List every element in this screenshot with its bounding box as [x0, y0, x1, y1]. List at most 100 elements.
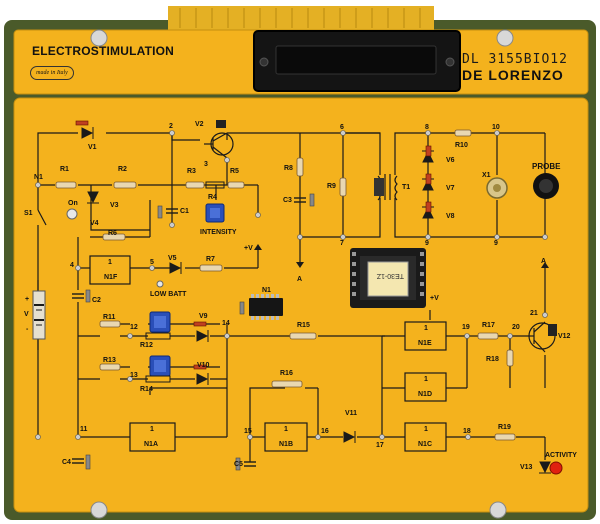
activity-led	[549, 461, 563, 475]
transistor-v2	[204, 132, 234, 159]
trimmer-inner	[154, 208, 220, 372]
resistor-label: R8	[284, 165, 293, 172]
switch-s1	[37, 209, 47, 226]
resistor-label: R13	[103, 357, 116, 364]
diode-v8	[422, 206, 434, 219]
diode-label: V3	[110, 202, 119, 209]
transistor-v12-body	[548, 324, 557, 336]
resistor-label: R14	[140, 386, 153, 393]
resistor-r11	[99, 320, 121, 328]
test-points	[35, 130, 548, 440]
node-label: 4	[70, 262, 74, 269]
gate-label: N1F	[104, 274, 118, 281]
probe-connector	[533, 173, 559, 199]
screw-icon	[90, 501, 108, 519]
brand-name: DE LORENZO	[462, 67, 564, 83]
node-label: 19	[462, 324, 470, 331]
node-label: 13	[130, 372, 138, 379]
transformer-label: T1	[402, 184, 411, 191]
gate-pin-label: 1	[284, 426, 288, 433]
resistor-label: R15	[297, 322, 310, 329]
transistor-label: V12	[558, 333, 571, 340]
node-a-label: A	[297, 276, 303, 283]
resistor-label: R17	[482, 322, 495, 329]
diode-label: V9	[199, 313, 208, 320]
resistor-r13	[99, 363, 121, 371]
resistor-label: R4	[208, 194, 217, 201]
resistor-label: R7	[206, 256, 215, 263]
gate-pin-label: 1	[424, 325, 428, 332]
diode-v3	[87, 191, 99, 204]
resistors	[55, 129, 516, 441]
svg-text:TE30-1Z: TE30-1Z	[376, 272, 404, 279]
transistor-label: V2	[195, 121, 204, 128]
resistor-r3	[185, 181, 205, 189]
logic-gates	[89, 255, 447, 452]
intensity-label: INTENSITY	[200, 229, 237, 236]
diode-v9	[196, 330, 209, 342]
gate-pin-label: 1	[108, 259, 112, 266]
diode-label: V7	[446, 185, 455, 192]
resistor-r15	[289, 332, 317, 340]
resistor-r2	[113, 181, 137, 189]
capacitor-label: C2	[92, 297, 101, 304]
led-label: V13	[520, 464, 533, 471]
arrows	[254, 244, 549, 268]
gate-label: N1E	[418, 340, 432, 347]
node-label: 11	[80, 426, 88, 433]
transformer-mini	[374, 178, 384, 196]
made-in-italy-badge: made in Italy	[30, 66, 74, 80]
resistor-label: R18	[486, 356, 499, 363]
big-transformer: TE30-1Z	[350, 248, 426, 308]
main-panel	[13, 97, 589, 513]
gate-n1b	[264, 422, 308, 452]
node-label: 20	[512, 324, 520, 331]
diode-v13	[539, 461, 551, 474]
screw-icon	[489, 501, 507, 519]
on-led	[66, 208, 78, 220]
node-label: 2	[169, 123, 173, 130]
activity-label: ACTIVITY	[545, 452, 577, 459]
node-label: 10	[492, 124, 500, 131]
capacitor-label: C3	[283, 197, 292, 204]
diode-v6	[422, 150, 434, 163]
supply-label: +V	[430, 295, 439, 302]
resistor-r1	[55, 181, 77, 189]
resistor-label: R12	[140, 342, 153, 349]
node-label: 3	[204, 161, 208, 168]
node-label: 17	[376, 442, 384, 449]
resistor-r18	[506, 349, 514, 367]
resistor-label: R5	[230, 168, 239, 175]
display-screw-right	[445, 57, 455, 67]
node-label: 18	[463, 428, 471, 435]
gate-n1c	[404, 422, 447, 452]
ic-label: N1	[262, 287, 271, 294]
ic-n1	[249, 294, 283, 320]
node-label: 9	[494, 240, 498, 247]
resistor-r9	[339, 177, 347, 197]
gate-pin-label: 1	[424, 376, 428, 383]
node-label: 15	[244, 428, 252, 435]
node-label: N1	[34, 174, 43, 181]
diode-v5	[169, 262, 182, 274]
transistor-v2-body	[216, 120, 226, 128]
pot-symbols	[145, 181, 225, 383]
probe-label: PROBE	[532, 162, 561, 171]
gate-n1a	[129, 422, 176, 452]
screw-icon	[90, 29, 108, 47]
node-label: 21	[530, 310, 538, 317]
resistor-r10	[454, 129, 472, 137]
low-batt-label: LOW BATT	[150, 291, 187, 298]
resistor-label: R2	[118, 166, 127, 173]
diode-label: V6	[446, 157, 455, 164]
gate-pin-label: 1	[150, 426, 154, 433]
display-screw-left	[259, 57, 269, 67]
gate-n1f	[89, 255, 131, 285]
resistor-label: R1	[60, 166, 69, 173]
resistor-label: R3	[187, 168, 196, 175]
diode-label: V8	[446, 213, 455, 220]
diode-v11	[343, 431, 356, 443]
node-label: 9	[425, 240, 429, 247]
node-label: 5	[150, 259, 154, 266]
diode-v7	[422, 178, 434, 191]
